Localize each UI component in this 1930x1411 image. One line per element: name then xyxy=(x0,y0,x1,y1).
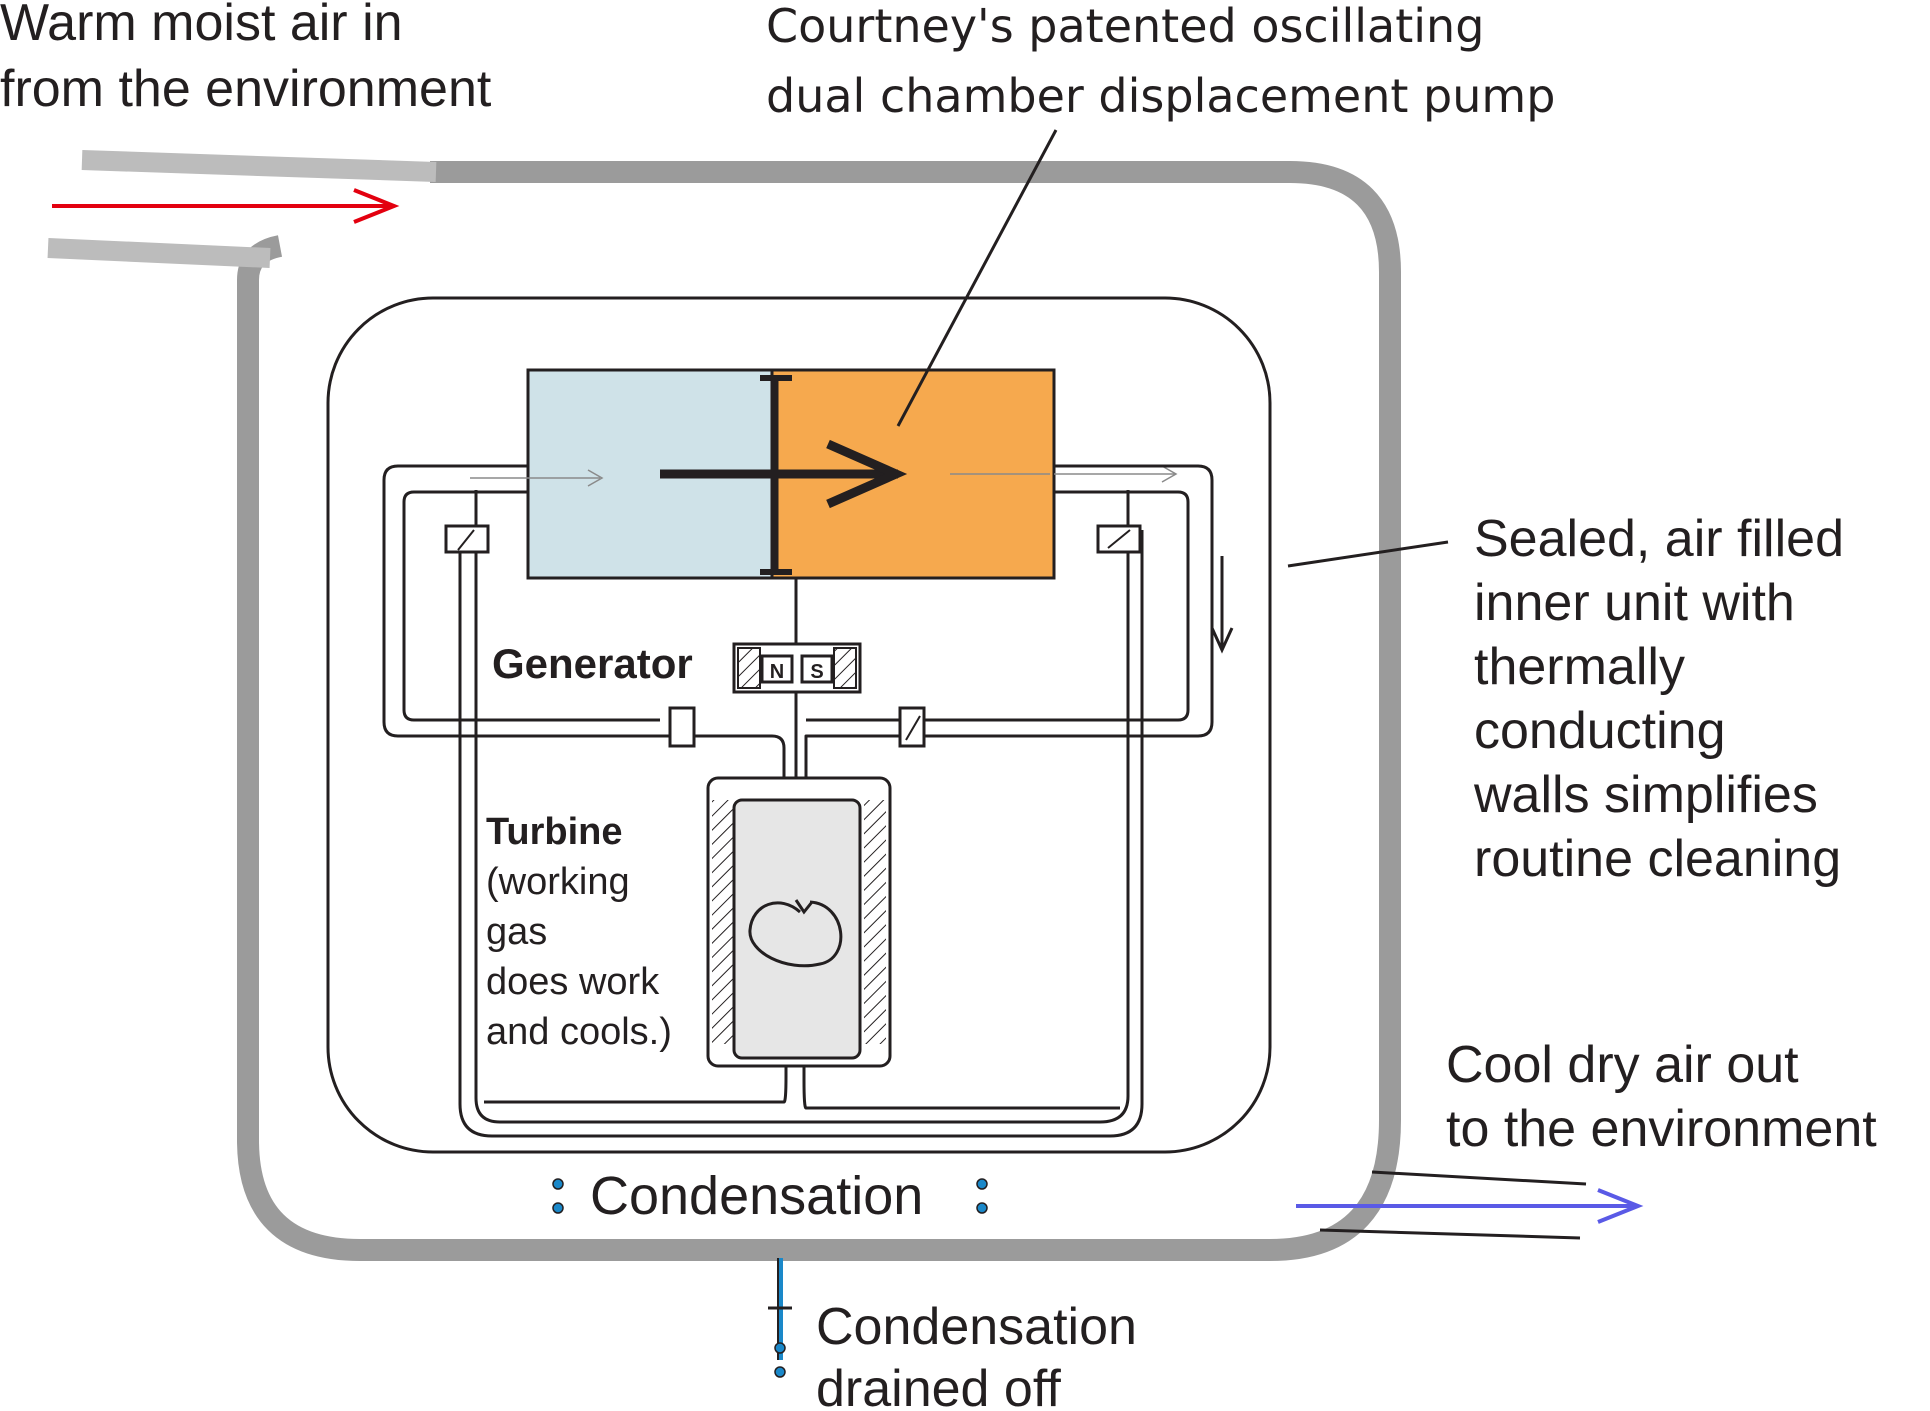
inlet-arrow xyxy=(52,188,400,224)
inlet-duct-top xyxy=(81,150,437,182)
inlet-label-line2: from the environment xyxy=(0,60,492,118)
turbine-title: Turbine xyxy=(486,811,623,853)
drain-pipe xyxy=(768,1258,792,1378)
outlet-duct-top xyxy=(1371,1170,1587,1186)
outlet-label: Cool dry air out to the environment xyxy=(1446,1036,1877,1158)
pump-pointer-line xyxy=(896,129,1058,427)
outlet-label-line2: to the environment xyxy=(1446,1100,1877,1158)
condensation-label: Condensation xyxy=(590,1166,923,1226)
generator-coil-right xyxy=(833,647,857,689)
drain-label-line1: Condensation xyxy=(816,1298,1137,1356)
outlet-arrow xyxy=(1296,1188,1644,1224)
sealed-unit-label: Sealed, air filled inner unit with therm… xyxy=(1473,510,1858,888)
piping xyxy=(382,464,1214,1138)
condensation-drops-left xyxy=(552,1178,564,1214)
outlet-label-line1: Cool dry air out xyxy=(1446,1036,1799,1094)
magnet-n-label: N xyxy=(770,661,784,683)
turbine-blades-right xyxy=(864,800,886,1044)
sealed-pointer-line xyxy=(1287,540,1449,568)
valve-left-lower xyxy=(668,706,696,748)
magnet-s xyxy=(800,654,834,684)
turbine-blades-left xyxy=(712,800,734,1044)
flow-down-arrow xyxy=(1210,556,1234,654)
magnet-s-label: S xyxy=(810,661,823,683)
turbine-rotor xyxy=(732,798,862,1060)
inlet-label: Warm moist air in from the environment xyxy=(0,0,492,118)
generator-coil-left xyxy=(737,647,761,689)
condensation-drops-right xyxy=(976,1178,988,1214)
generator-label: Generator xyxy=(492,640,693,687)
inlet-label-line1: Warm moist air in xyxy=(0,0,403,52)
pump-label-line1: Courtney's patented oscillating xyxy=(766,0,1484,53)
drain-label-line2: drained off xyxy=(816,1360,1061,1411)
drain-label: Condensation drained off xyxy=(816,1298,1151,1411)
rotation-icon xyxy=(748,899,843,968)
pump-label: Courtney's patented oscillating dual cha… xyxy=(766,0,1555,123)
outer-housing xyxy=(47,150,1587,1261)
outer-wall xyxy=(237,161,1401,1261)
pump-flow-arrows xyxy=(470,465,1178,487)
magnet-n xyxy=(760,654,794,684)
check-valves xyxy=(444,524,1142,748)
turbine-label: Turbine (working gas does work and cools… xyxy=(486,811,672,1053)
generator: N S xyxy=(732,642,862,694)
valve-right-lower xyxy=(898,706,926,748)
inlet-duct-bottom xyxy=(47,238,271,268)
pump-label-line2: dual chamber displacement pump xyxy=(766,69,1555,123)
outlet-duct-bottom xyxy=(1319,1228,1581,1240)
piston-motion-arrow xyxy=(660,439,908,509)
displacement-pump xyxy=(470,368,1178,580)
turbine xyxy=(706,776,892,1068)
